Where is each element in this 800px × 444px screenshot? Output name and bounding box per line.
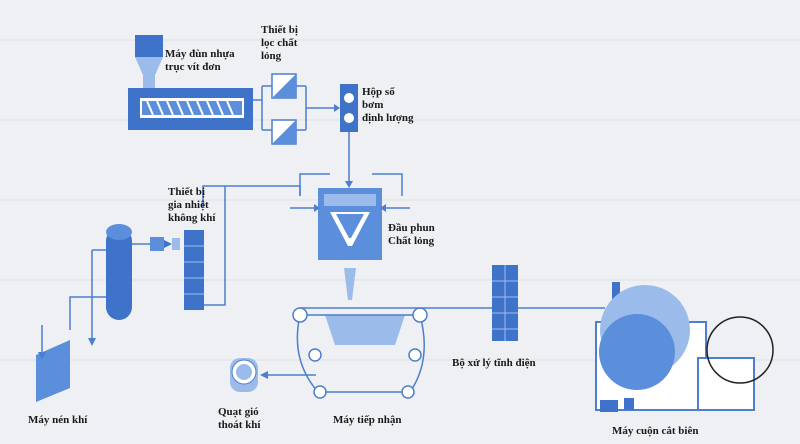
spinneret	[290, 173, 410, 300]
heater-label: Thiết bị gia nhiệt không khí	[168, 186, 216, 224]
spinneret-label: Đầu phun Chất lỏng	[388, 222, 435, 247]
extruder-label: Máy đùn nhựa trục vít đơn	[165, 48, 235, 73]
collector-label: Máy tiếp nhận	[333, 414, 402, 426]
filter-label: Thiết bị lọc chất lỏng	[261, 24, 298, 62]
gear-pump-label: Hộp số bơm định lượng	[362, 86, 414, 124]
electrostatic-label: Bộ xử lý tĩnh điện	[452, 357, 536, 369]
compressor-label: Máy nén khí	[28, 414, 88, 426]
air-tank	[88, 224, 132, 346]
air-heater	[132, 230, 204, 310]
exhaust-fan-label: Quạt gió thoát khí	[218, 406, 261, 431]
electrostatic-unit	[492, 265, 518, 341]
collector	[292, 307, 605, 399]
winder-slitter	[595, 282, 774, 412]
air-compressor	[36, 296, 108, 402]
hot-air-line	[202, 185, 301, 306]
extruder	[128, 35, 253, 130]
liquid-filter	[253, 73, 340, 145]
winder-label: Máy cuộn cắt biên	[612, 425, 699, 437]
metering-gear-pump	[340, 84, 358, 188]
exhaust-fan	[230, 358, 316, 392]
